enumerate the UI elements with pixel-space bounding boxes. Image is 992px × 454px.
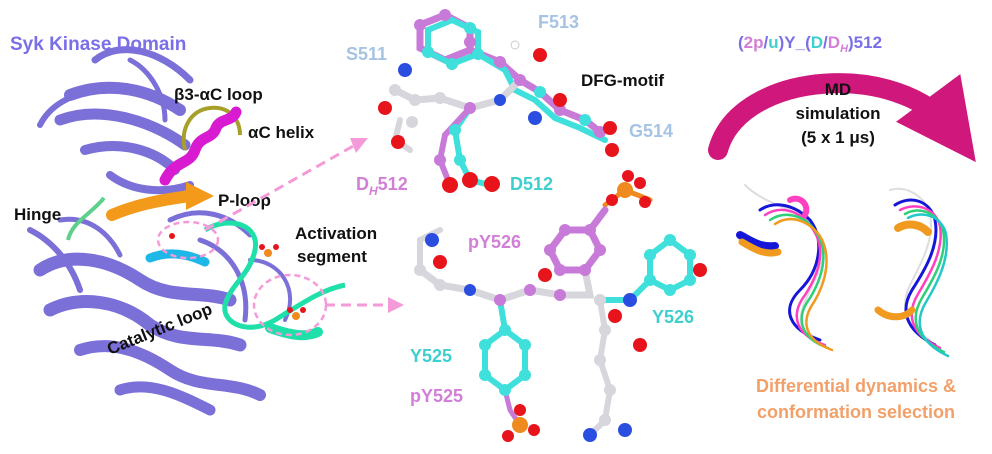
p-loop-label: P-loop <box>218 191 271 210</box>
dfg-highlight-circle <box>156 220 220 260</box>
p-loop-ribbon <box>106 190 196 221</box>
py526-label: pY526 <box>468 232 521 252</box>
caption-line1: Differential dynamics & <box>756 376 956 396</box>
dfg-motif-label: DFG-motif <box>581 71 664 90</box>
md-structure-left <box>736 184 834 352</box>
activation-segment-ribbon <box>203 220 346 330</box>
md-label-line1: MD <box>825 80 851 99</box>
y525-label: Y525 <box>410 346 452 366</box>
activation-phosphates <box>169 233 306 320</box>
dh512-label: DH512 <box>356 174 408 198</box>
hinge-label: Hinge <box>14 205 61 224</box>
y526-label: Y526 <box>652 307 694 327</box>
variant-label: (2p/u)Y_(D/DH)512 <box>738 33 882 55</box>
py525-label: pY525 <box>410 386 463 406</box>
c-lobe-helices <box>27 210 292 416</box>
f513-label: F513 <box>538 12 579 32</box>
catalytic-loop-ribbon <box>145 249 210 267</box>
activation-label-line2: segment <box>297 247 367 266</box>
dashed-arrows <box>204 138 404 313</box>
activation-label-line1: Activation <box>295 224 377 243</box>
s511-label: S511 <box>346 44 387 64</box>
p-loop-arrowhead <box>186 182 214 210</box>
left-panel-title: Syk Kinase Domain <box>10 34 186 55</box>
caption-line2: conformation selection <box>757 402 955 422</box>
tyrosine-structure <box>414 170 707 442</box>
dfg-motif-structure <box>378 9 619 193</box>
md-label-line2: simulation <box>795 104 880 123</box>
n-lobe-beta-sheets <box>37 46 194 195</box>
md-structure-right <box>874 187 950 358</box>
ac-helix-label: αC helix <box>248 123 315 142</box>
ac-helix-ribbon <box>159 106 242 186</box>
syk-kinase-structure <box>27 46 346 416</box>
d512-label: D512 <box>510 174 553 194</box>
b3-ac-loop-label: β3-αC loop <box>174 85 263 104</box>
hinge-ribbon <box>66 196 106 241</box>
md-simulation-arrow <box>708 73 976 163</box>
b3-ac-loop-ribbon <box>181 105 242 151</box>
g514-label: G514 <box>629 121 673 141</box>
md-label-line3: (5 x 1 μs) <box>801 128 875 147</box>
